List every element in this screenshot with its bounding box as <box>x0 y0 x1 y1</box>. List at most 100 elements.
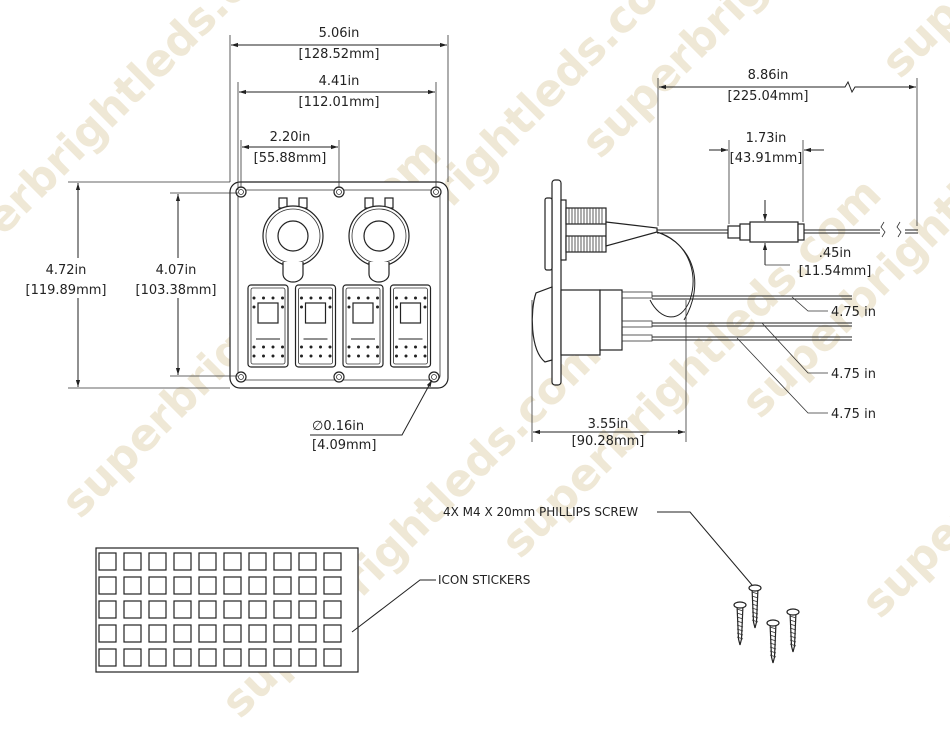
screws: 4X M4 X 20mm PHILLIPS SCREW <box>443 505 800 664</box>
icon-sticker <box>323 552 342 571</box>
dimension-label: .45in <box>819 246 852 261</box>
dim-hole-spacing-width: 4.41in [112.01mm] <box>237 74 437 190</box>
icon-sticker <box>173 552 192 571</box>
dimension-label: 4.75 in <box>831 407 876 422</box>
icon-sticker <box>298 648 317 667</box>
icon-sticker <box>323 600 342 619</box>
icon-sticker <box>98 624 117 643</box>
icon-sticker <box>98 552 117 571</box>
fuse-holder <box>749 221 799 243</box>
mounting-hole-inner <box>336 374 342 380</box>
icon-sticker <box>273 576 292 595</box>
icon-sticker <box>198 576 217 595</box>
icon-sticker <box>148 648 167 667</box>
power-sockets <box>262 197 410 283</box>
dimension-label: 4.07in <box>156 263 197 278</box>
rocker-switches <box>247 284 432 368</box>
icon-sticker <box>123 600 142 619</box>
dimension-label: [103.38mm] <box>136 283 217 298</box>
dim-depth: 3.55in [90.28mm] <box>531 300 687 449</box>
icon-sticker <box>248 624 267 643</box>
icon-sticker <box>173 648 192 667</box>
dimension-label: 3.55in <box>588 417 629 432</box>
icon-sticker <box>298 576 317 595</box>
dimension-label: [112.01mm] <box>299 95 380 110</box>
mounting-hole <box>235 371 247 383</box>
watermark-text: superbrightleds.com <box>872 0 950 88</box>
dimension-label: 4.41in <box>319 74 360 89</box>
front-panel <box>229 181 449 389</box>
icon-sticker <box>223 552 242 571</box>
dim-cable-length: 8.86in [225.04mm] <box>657 68 918 226</box>
icon-sticker <box>323 624 342 643</box>
dim-wire-lengths: 4.75 in 4.75 in 4.75 in <box>736 296 876 422</box>
rocker-switch <box>389 284 432 368</box>
dimension-label: 1.73in <box>746 131 787 146</box>
icon-sticker <box>173 624 192 643</box>
dim-overall-width: 5.06in [128.52mm] <box>229 26 449 182</box>
mounting-hole <box>333 371 345 383</box>
dimension-label: [119.89mm] <box>26 283 107 298</box>
phillips-screw <box>786 608 800 653</box>
side-view <box>531 179 918 386</box>
dimension-label: 4X M4 X 20mm PHILLIPS SCREW <box>443 505 638 519</box>
dimension-label: 5.06in <box>319 26 360 41</box>
icon-sticker <box>223 576 242 595</box>
icon-sticker <box>323 648 342 667</box>
dimension-label: [43.91mm] <box>730 151 803 166</box>
dimension-label: 8.86in <box>748 68 789 83</box>
icon-sticker <box>298 624 317 643</box>
icon-sticker <box>123 552 142 571</box>
phillips-screw <box>748 584 762 629</box>
icon-sticker <box>198 648 217 667</box>
power-socket <box>262 197 324 283</box>
icon-sticker <box>148 600 167 619</box>
mounting-hole-inner <box>431 374 437 380</box>
icon-sticker-sheet: ICON STICKERS <box>95 547 530 673</box>
dimension-label: [90.28mm] <box>572 434 645 449</box>
icon-sticker <box>298 552 317 571</box>
icon-sticker <box>273 552 292 571</box>
dim-fuse-length: 1.73in [43.91mm] <box>709 131 824 224</box>
icon-sticker <box>198 624 217 643</box>
dimension-label: [4.09mm] <box>312 438 376 453</box>
icon-sticker <box>148 624 167 643</box>
dimension-label: [55.88mm] <box>254 151 327 166</box>
icon-sticker <box>148 576 167 595</box>
mounting-hole <box>428 371 440 383</box>
icon-sticker <box>248 600 267 619</box>
mounting-hole <box>235 186 247 198</box>
dimension-label: [225.04mm] <box>728 89 809 104</box>
dimension-label: 4.75 in <box>831 367 876 382</box>
mounting-hole-inner <box>336 189 342 195</box>
dim-fuse-diameter: .45in [11.54mm] <box>762 200 872 279</box>
icon-sticker <box>248 576 267 595</box>
dimension-label: ∅0.16in <box>312 419 364 434</box>
rocker-switch <box>342 284 384 368</box>
mounting-holes <box>235 186 442 383</box>
rocker-switch <box>247 284 289 368</box>
icon-sticker <box>298 600 317 619</box>
icon-sticker <box>323 576 342 595</box>
dimension-label: [11.54mm] <box>799 264 872 279</box>
icon-sticker <box>198 552 217 571</box>
icon-sticker <box>198 600 217 619</box>
icon-sticker <box>173 600 192 619</box>
dim-hole-spacing-height: 4.07in [103.38mm] <box>134 192 238 377</box>
icon-sticker <box>98 576 117 595</box>
mounting-hole <box>333 186 345 198</box>
icon-sticker <box>148 552 167 571</box>
icon-sticker <box>123 624 142 643</box>
fuse-cap <box>727 225 741 239</box>
icon-sticker <box>273 624 292 643</box>
dim-center-hole-spacing: 2.20in [55.88mm] <box>240 130 340 188</box>
mounting-hole-inner <box>238 374 244 380</box>
power-socket <box>348 197 410 283</box>
icon-sticker <box>123 648 142 667</box>
icon-sticker <box>273 648 292 667</box>
dimension-label: 2.20in <box>270 130 311 145</box>
icon-sticker <box>273 600 292 619</box>
dimension-label: 4.75 in <box>831 305 876 320</box>
